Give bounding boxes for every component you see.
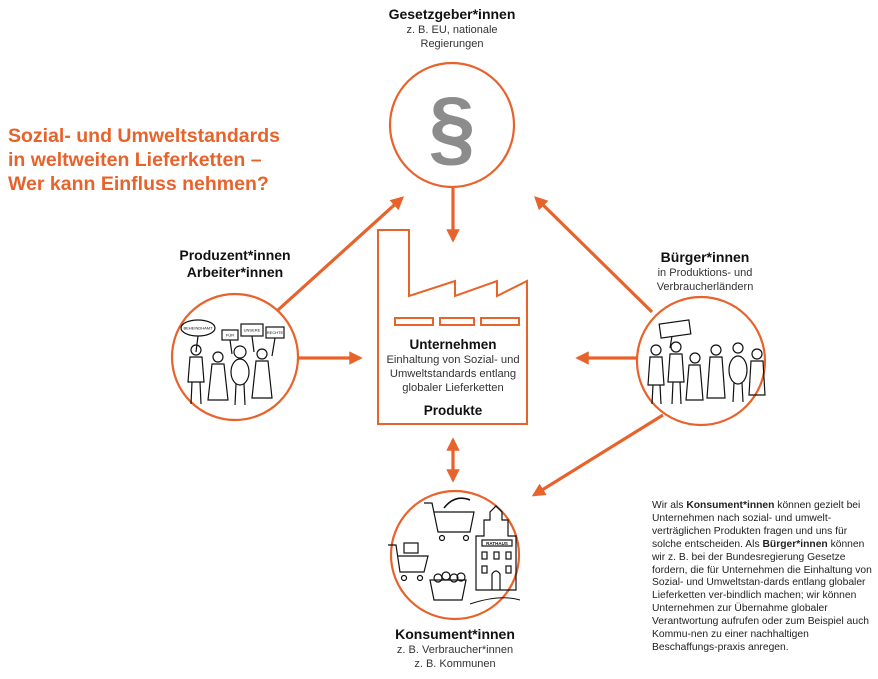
sign-1: BEHEINDHAMT [183,326,213,331]
page-title: Sozial- und Umweltstandards in weltweite… [8,124,328,196]
buerger-label: Bürger*innen in Produktions- und Verbrau… [620,249,790,294]
title-line-3: Wer kann Einfluss nehmen? [8,173,269,195]
buerger-heading: Bürger*innen [660,249,750,265]
paragraph-bold-konsumenten: Konsument*innen [686,500,775,511]
town-hall-icon [469,505,521,605]
buerger-sub-2: Verbraucherländern [656,281,754,293]
arrow-buerger-to-gesetzgeber [534,196,654,314]
produzenten-circle: BEHEINDHAMT FÜR UNSERE RECHTE [170,292,300,422]
unternehmen-sub-1: Einhaltung von Sozial- und [386,354,520,366]
paragraph-part-3: können wir z. B. bei der Bundesregierung… [652,538,872,653]
buerger-circle [635,295,767,427]
paragraph-bold-buerger: Bürger*innen [762,538,828,550]
gesetzgeber-sub-1: z. B. EU, nationale [406,24,498,36]
explanation-paragraph: Wir als Konsument*innen können gezielt b… [652,500,874,655]
unternehmen-sub-3: globaler Lieferketten [402,382,504,394]
unternehmen-sub-2: Umweltstandards entlang [389,368,517,380]
konsumenten-label: Konsument*innen z. B. Verbraucher*innen … [355,626,555,671]
title-line-2: in weltweiten Lieferketten – [8,149,262,171]
gesetzgeber-sub-2: Regierungen [420,38,484,50]
arrows [276,186,664,497]
konsumenten-heading: Konsument*innen [395,626,515,642]
paragraph-part-2: können gezielt bei Unternehmen nach sozi… [652,500,861,550]
protest-people-icon [180,319,285,406]
arrow-buerger-to-konsumenten [531,413,664,497]
produzenten-label: Produzent*innen Arbeiter*innen [150,247,320,281]
konsumenten-sub-2: z. B. Kommunen [414,658,496,670]
gesetzgeber-circle: § [388,61,516,189]
produzenten-heading-2: Arbeiter*innen [186,264,284,280]
konsumenten-circle: RATHAUS [388,489,521,621]
produzenten-heading-1: Produzent*innen [179,247,291,263]
buerger-sub-1: in Produktions- und [657,267,753,279]
factory-icon [377,229,528,425]
paragraph-icon: § [429,80,476,174]
sign-3: UNSERE [244,328,261,333]
sign-4: RECHTE [267,330,284,335]
protest-signs: BEHEINDHAMT FÜR UNSERE RECHTE [183,326,283,338]
arrow-produzenten-to-gesetzgeber [276,196,404,312]
sign-2: FÜR [226,333,234,338]
town-hall-sign: RATHAUS [486,541,508,546]
unternehmen-label: Unternehmen Einhaltung von Sozial- und U… [381,337,525,395]
shopping-cart-icon [388,497,475,601]
konsumenten-sub-1: z. B. Verbraucher*innen [396,644,514,656]
crowd-icon [647,319,766,405]
products-label: Produkte [423,403,483,418]
gesetzgeber-heading: Gesetzgeber*innen [388,6,516,22]
title-line-1: Sozial- und Umweltstandards [8,125,280,147]
unternehmen-heading: Unternehmen [409,337,497,352]
paragraph-part-1: Wir als [652,500,687,511]
gesetzgeber-label: Gesetzgeber*innen z. B. EU, nationale Re… [352,6,552,51]
